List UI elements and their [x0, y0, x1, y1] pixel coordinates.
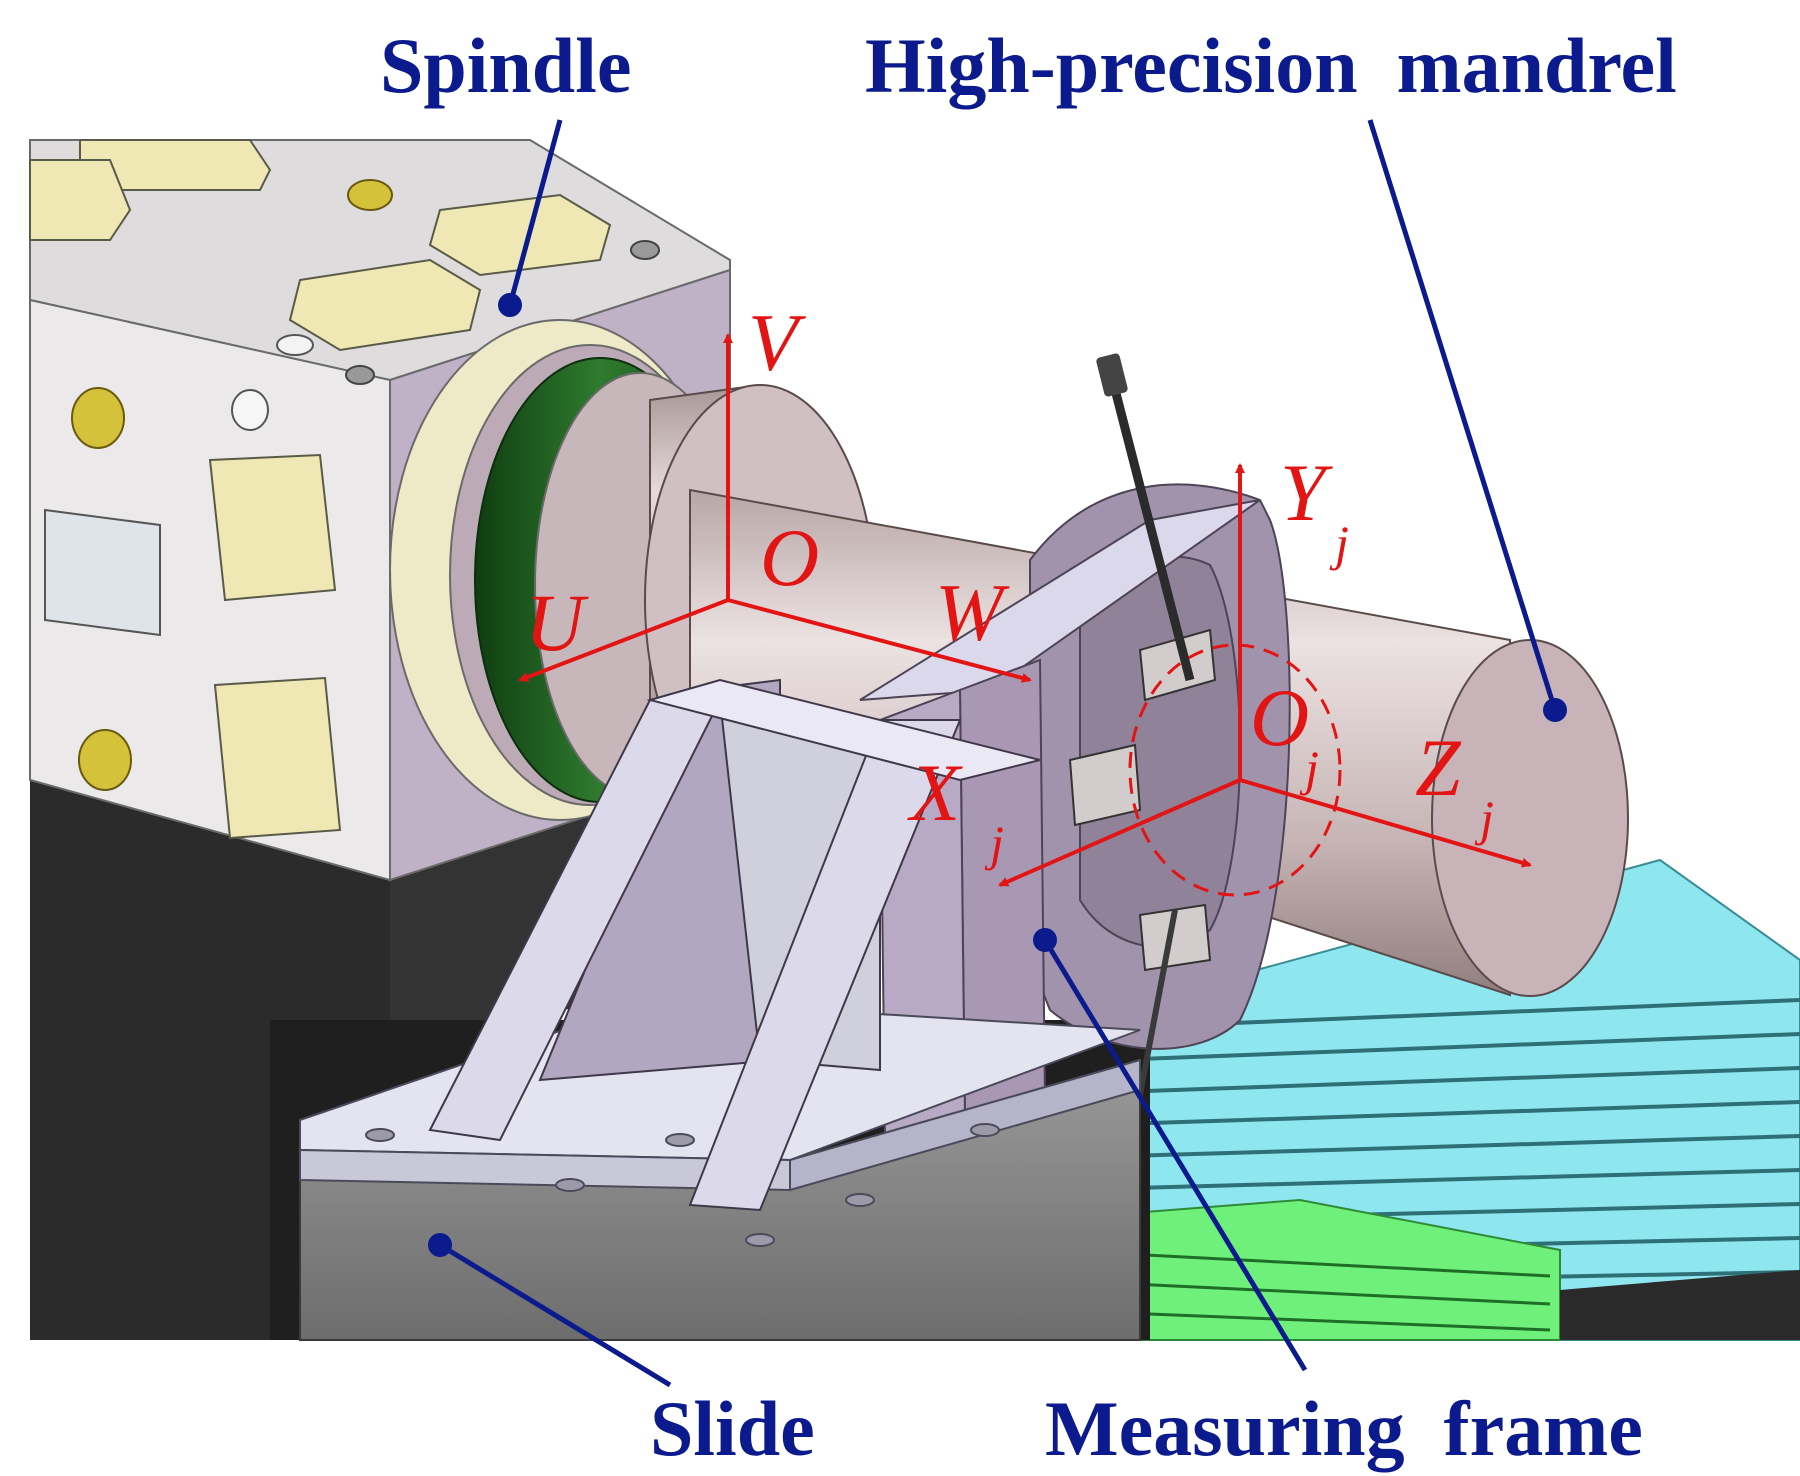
spindle-dot — [498, 293, 522, 317]
axis-label-u: U — [525, 577, 589, 668]
slide-dot — [428, 1233, 452, 1257]
workpiece-coordinate-system — [998, 463, 1532, 897]
stand-top — [646, 678, 1041, 782]
table-dark-edge — [1560, 1270, 1800, 1340]
machine-coordinate-system — [518, 333, 1032, 683]
w-axis-arrow — [727, 598, 1032, 683]
label-spindle: Spindle — [380, 22, 631, 109]
axis-label-xj: X — [907, 747, 963, 838]
callout-leaders — [438, 119, 1558, 1388]
zj-axis-arrow — [1239, 778, 1532, 868]
spindle-front-covers — [44, 387, 342, 840]
axis-label-v: V — [748, 297, 806, 388]
spindle-top-covers — [29, 139, 612, 352]
callout-dots — [428, 293, 1567, 1257]
u-axis-arrow — [518, 598, 729, 682]
axis-label-w: W — [935, 567, 1010, 658]
label-measuring-frame: Measuring frame — [1045, 1385, 1643, 1472]
axis-label-oj: O — [1250, 672, 1309, 763]
oj-dashed-circle — [1128, 643, 1342, 897]
axis-label-zj: Z — [1415, 722, 1462, 813]
xj-axis-arrow — [998, 778, 1241, 887]
axis-label-yj-sub: j — [1329, 515, 1349, 571]
mandrel-dot — [1543, 698, 1567, 722]
slide-holes — [365, 1123, 1000, 1247]
label-mandrel: High-precision mandrel — [865, 22, 1677, 109]
spindle-leader — [507, 119, 563, 306]
slide-top-plate-side — [789, 1058, 1141, 1192]
mandrel-leader — [1367, 119, 1558, 711]
label-slide: Slide — [650, 1385, 815, 1472]
axis-label-o: O — [760, 512, 819, 603]
mandrel-end-face — [1431, 639, 1629, 997]
stand-right-rib — [688, 719, 962, 1212]
axis-label-yj: Y — [1280, 447, 1333, 538]
spindle-top-screws — [276, 179, 660, 385]
probe-stem — [1105, 368, 1195, 682]
probe-head — [1096, 353, 1128, 397]
frame-dot — [1033, 928, 1057, 952]
slide — [299, 678, 1141, 1341]
frame-leader — [1042, 938, 1308, 1372]
slide-leader — [438, 1242, 672, 1388]
machine-table — [998, 858, 1800, 1341]
